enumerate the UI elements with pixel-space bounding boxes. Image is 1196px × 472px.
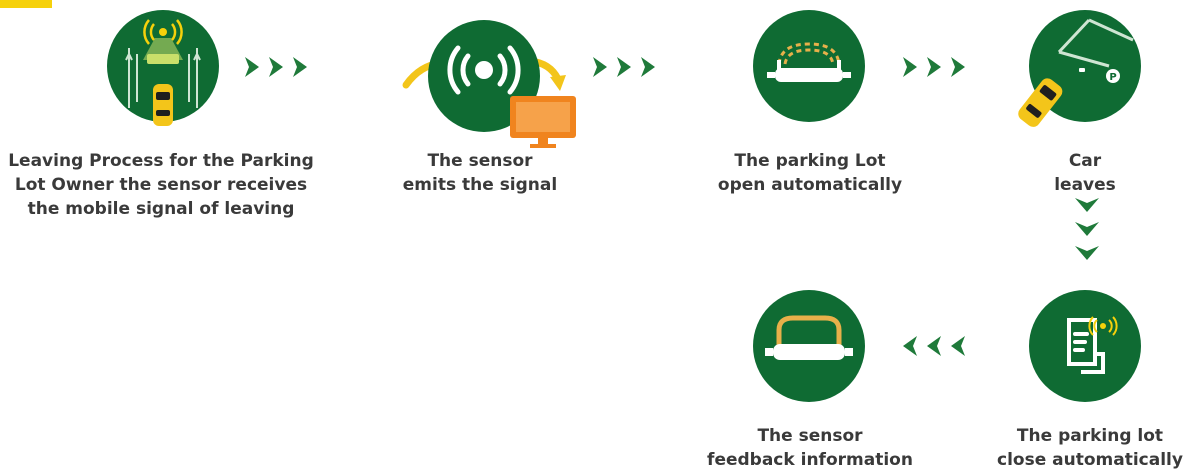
caption-line: The sensor [757, 426, 863, 446]
signal-sensor-icon [447, 45, 521, 95]
caption-line: Lot Owner the sensor receives [14, 175, 308, 195]
caption-line: emits the signal [402, 175, 558, 195]
caption-line: Car [1068, 151, 1102, 171]
flow-arrows-right [245, 55, 317, 79]
caption-line: The parking Lot [734, 151, 886, 171]
caption-line: open automatically [717, 175, 903, 195]
svg-text:P: P [1109, 72, 1116, 83]
step-caption: The sensor feedback information [700, 424, 920, 472]
barrier-closed-icon [765, 315, 853, 360]
step-circle [1029, 290, 1141, 402]
step-circle: P [1018, 10, 1141, 127]
sensor-card-icon [1067, 316, 1118, 374]
flow-arrows-right [593, 55, 665, 79]
car-leaving-icon [125, 19, 201, 126]
corner-mark [0, 0, 52, 8]
step-caption: The parking Lot open automatically [710, 149, 910, 197]
step-circle [107, 10, 219, 126]
flow-arrows-down [1074, 196, 1100, 268]
step-caption: The sensor emits the signal [380, 149, 580, 197]
caption-line: The sensor [427, 151, 533, 171]
caption-line: close automatically [997, 450, 1183, 470]
caption-line: feedback information [707, 450, 913, 470]
flow-arrows-right [903, 55, 975, 79]
step-circle [753, 290, 865, 402]
caption-line: the mobile signal of leaving [27, 199, 295, 219]
caption-line: The parking lot [1016, 426, 1164, 446]
step-caption: Leaving Process for the Parking Lot Owne… [6, 149, 316, 221]
step-caption: Car leaves [1025, 149, 1145, 197]
step-caption: The parking lot close automatically [990, 424, 1190, 472]
caption-line: leaves [1054, 175, 1116, 195]
flow-arrows-left [903, 334, 975, 358]
step-circle [753, 10, 865, 122]
caption-line: Leaving Process for the Parking [8, 151, 314, 171]
monitor-icon [510, 96, 576, 148]
car-parking-icon: P [1018, 18, 1134, 127]
barrier-open-icon [767, 42, 851, 82]
